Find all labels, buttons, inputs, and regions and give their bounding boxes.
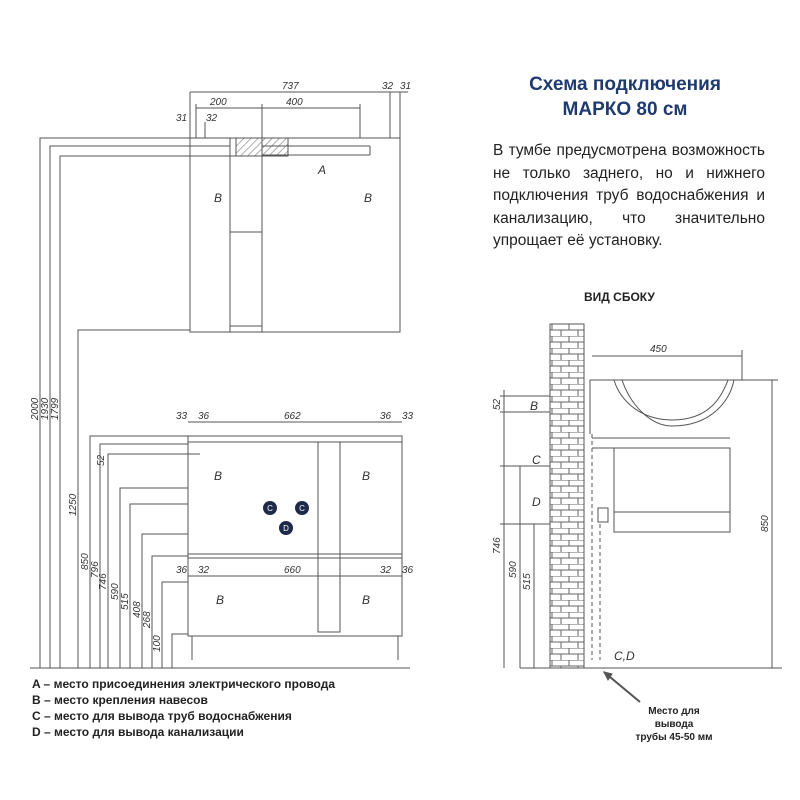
dim-vertical-1250: 1250	[68, 493, 79, 516]
legend-item-b: B – место крепления навесов	[32, 693, 208, 707]
dim-vertical-590: 590	[110, 583, 121, 600]
label-a: A	[317, 163, 326, 177]
dim-vertical-796: 796	[90, 561, 101, 578]
label-b-upper-left: B	[214, 191, 222, 205]
dim-32-top: 32	[382, 81, 394, 92]
dim-vertical-268: 268	[142, 611, 153, 629]
description-text: В тумбе предусмотрена возможность не тол…	[493, 142, 765, 249]
pipe-note-line3: трубы 45-50 мм	[635, 731, 712, 743]
dim-590-side: 590	[508, 561, 519, 578]
dim-660: 660	[284, 565, 301, 576]
dim-52-side: 52	[492, 398, 503, 410]
dim-vertical-746: 746	[98, 573, 109, 590]
dim-737: 737	[282, 81, 299, 92]
side-view-heading: ВИД СБОКУ	[584, 290, 655, 304]
dim-746-side: 746	[492, 537, 503, 554]
vanity-cabinet	[187, 435, 403, 637]
legend-item-c: C – место для вывода труб водоснабжения	[32, 709, 292, 723]
dim-33-left: 33	[176, 411, 188, 422]
title-line-1: Схема подключения	[529, 74, 721, 95]
svg-text:C: C	[299, 504, 305, 513]
marker-c-left	[263, 501, 277, 515]
dim-36-left: 36	[198, 411, 210, 422]
side-label-c: C	[532, 453, 541, 467]
side-label-d: D	[532, 495, 541, 509]
pipe-note-line2: вывода	[655, 719, 694, 730]
label-b-low-right: B	[362, 593, 370, 607]
dim-vertical-100: 100	[152, 635, 163, 652]
label-b-mid-right: B	[362, 469, 370, 483]
label-b-mid-left: B	[214, 469, 222, 483]
label-b-upper-right: B	[364, 191, 372, 205]
side-label-cd: C,D	[614, 649, 635, 663]
wall	[549, 323, 585, 669]
dim-36-low-left: 36	[176, 565, 188, 576]
marker-c-right	[295, 501, 309, 515]
marker-d	[279, 521, 293, 535]
dim-36-low-right: 36	[402, 565, 414, 576]
markers: C C D	[263, 501, 309, 535]
dim-515-side: 515	[522, 573, 533, 590]
dim-31-left: 31	[176, 113, 187, 124]
dim-vertical-2000: 2000	[30, 397, 41, 421]
dim-31-top: 31	[400, 81, 411, 92]
dim-vertical-1799: 1799	[50, 397, 61, 420]
dim-vertical-515: 515	[120, 593, 131, 610]
dim-32-low-right: 32	[380, 565, 392, 576]
socket-zone-a	[235, 137, 289, 157]
diagram-title: Схема подключения МАРКО 80 см	[490, 72, 760, 122]
dim-52-front: 52	[96, 454, 107, 466]
side-label-b: B	[530, 399, 538, 413]
dim-vertical-850: 850	[80, 553, 91, 570]
dim-33-right: 33	[402, 411, 414, 422]
dim-662: 662	[284, 411, 301, 422]
dim-vertical-408: 408	[132, 601, 143, 618]
svg-text:D: D	[283, 524, 289, 533]
legend: A – место присоединения электрического п…	[32, 676, 335, 740]
dim-200: 200	[209, 97, 227, 108]
upper-cabinet	[189, 137, 401, 333]
dim-vertical-1930: 1930	[40, 397, 51, 420]
dim-32-left: 32	[206, 113, 218, 124]
dim-850-side: 850	[760, 515, 771, 532]
dim-450: 450	[650, 344, 667, 355]
dim-400: 400	[286, 97, 303, 108]
legend-item-d: D – место для вывода канализации	[32, 725, 244, 739]
dim-36-right: 36	[380, 411, 392, 422]
title-line-2: МАРКО 80 см	[562, 99, 688, 120]
dim-32-low-left: 32	[198, 565, 210, 576]
pipe-note-line1: Место для	[648, 706, 700, 717]
svg-text:C: C	[267, 504, 273, 513]
label-b-low-left: B	[216, 593, 224, 607]
legend-item-a: A – место присоединения электрического п…	[32, 677, 336, 691]
